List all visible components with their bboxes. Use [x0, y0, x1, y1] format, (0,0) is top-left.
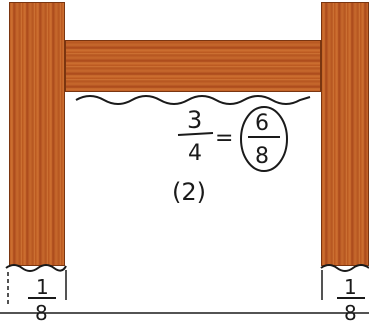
- right-gap-numerator: 1: [344, 275, 357, 299]
- left-denominator: 4: [188, 141, 202, 166]
- equals-sign: =: [215, 126, 233, 151]
- left-gap-squiggle: [5, 264, 67, 272]
- left-numerator: 3: [187, 106, 202, 134]
- right-denominator: 8: [255, 144, 269, 169]
- top-wood-beam: [65, 40, 321, 92]
- left-gap-numerator: 1: [36, 275, 49, 299]
- multiplier-text: (2): [172, 178, 206, 206]
- left-fraction-bar: [177, 132, 214, 136]
- right-wood-post: [321, 2, 369, 266]
- right-gap-squiggle: [320, 264, 369, 272]
- beam-underline-squiggle: [75, 95, 311, 105]
- left-wood-post: [9, 2, 65, 266]
- answer-circle: [240, 106, 288, 172]
- right-numerator: 6: [255, 111, 269, 136]
